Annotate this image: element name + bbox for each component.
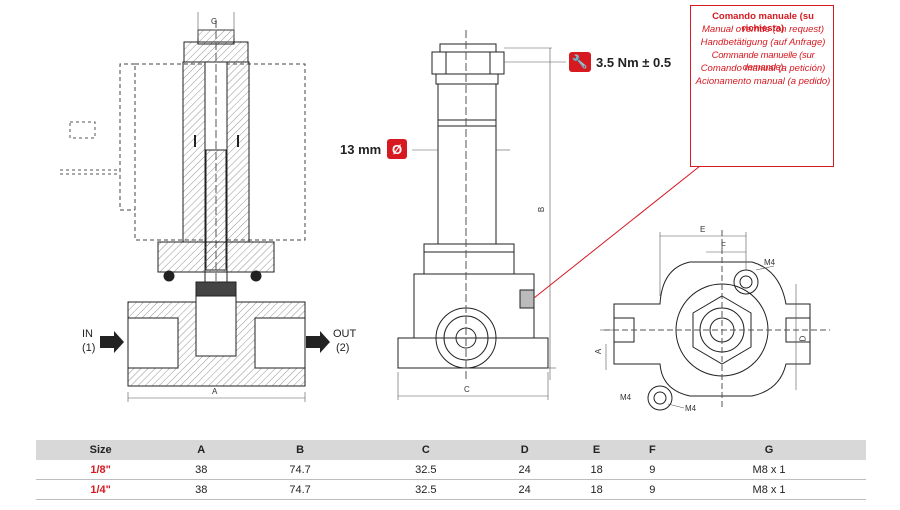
callout-line-it: Comando manuale (su richiesta) xyxy=(712,11,814,34)
callout-line-en: Manual override (on request) xyxy=(702,24,824,35)
table-header-row: Size A B C D E F G xyxy=(36,440,866,460)
side-view xyxy=(397,30,701,400)
cell-size: 1/8" xyxy=(36,460,166,480)
dim-g-label: G xyxy=(211,17,218,26)
cell-d: 24 xyxy=(488,460,561,480)
dim-a-label: A xyxy=(212,387,218,396)
header-b: B xyxy=(237,440,363,460)
cell-d: 24 xyxy=(488,479,561,500)
header-c: C xyxy=(362,440,489,460)
wrench-icon: 🔧 xyxy=(569,52,591,72)
dim-e-label: E xyxy=(700,225,706,234)
out-label: OUT xyxy=(333,328,357,340)
table-row: 1/8" 38 74.7 32.5 24 18 9 M8 x 1 xyxy=(36,460,866,480)
dim-c-label: C xyxy=(464,385,470,394)
header-f: F xyxy=(632,440,673,460)
torque-value: 3.5 Nm ± 0.5 xyxy=(596,55,672,70)
cell-f: 9 xyxy=(632,479,673,500)
manual-override-callout: Comando manuale (su richiesta) Manual ov… xyxy=(690,5,834,167)
cell-f: 9 xyxy=(632,460,673,480)
callout-line-fr: Commande manuelle (sur demande) xyxy=(711,50,815,73)
cell-g: M8 x 1 xyxy=(672,479,866,500)
top-view xyxy=(600,230,830,411)
cell-c: 32.5 xyxy=(362,479,489,500)
header-size: Size xyxy=(36,440,166,460)
cell-e: 18 xyxy=(560,460,633,480)
dimensions-table: Size A B C D E F G 1/8" 38 74.7 32.5 24 … xyxy=(36,440,866,500)
cell-e: 18 xyxy=(560,479,633,500)
callout-line-pt: Acionamento manual (a pedido) xyxy=(695,76,831,87)
cell-b: 74.7 xyxy=(237,479,363,500)
m4-bottom-label: M4 xyxy=(685,404,697,413)
dim-a-small-label: A xyxy=(594,348,604,355)
cell-size: 1/4" xyxy=(36,479,166,500)
dim-d-label: D xyxy=(798,335,808,342)
cell-a: 38 xyxy=(165,479,238,500)
callout-line-es: Comando manual (a petición) xyxy=(700,63,826,74)
header-e: E xyxy=(560,440,633,460)
dim-b-label: B xyxy=(537,206,547,213)
cell-c: 32.5 xyxy=(362,460,489,480)
header-d: D xyxy=(488,440,561,460)
diameter-icon: Ø xyxy=(387,139,407,159)
callout-line-de: Handbetätigung (auf Anfrage) xyxy=(700,37,826,48)
m4-top-label: M4 xyxy=(764,258,776,267)
in-num: (1) xyxy=(82,342,96,354)
table-row: 1/4" 38 74.7 32.5 24 18 9 M8 x 1 xyxy=(36,479,866,500)
in-label: IN xyxy=(82,328,93,340)
header-g: G xyxy=(672,440,866,460)
cell-a: 38 xyxy=(165,460,238,480)
section-view xyxy=(60,12,330,402)
cell-g: M8 x 1 xyxy=(672,460,866,480)
diameter-value: 13 mm xyxy=(340,142,382,157)
dim-f-label: F xyxy=(721,241,726,250)
out-num: (2) xyxy=(336,342,350,354)
header-a: A xyxy=(165,440,238,460)
m4-left-label: M4 xyxy=(620,393,632,402)
cell-b: 74.7 xyxy=(237,460,363,480)
